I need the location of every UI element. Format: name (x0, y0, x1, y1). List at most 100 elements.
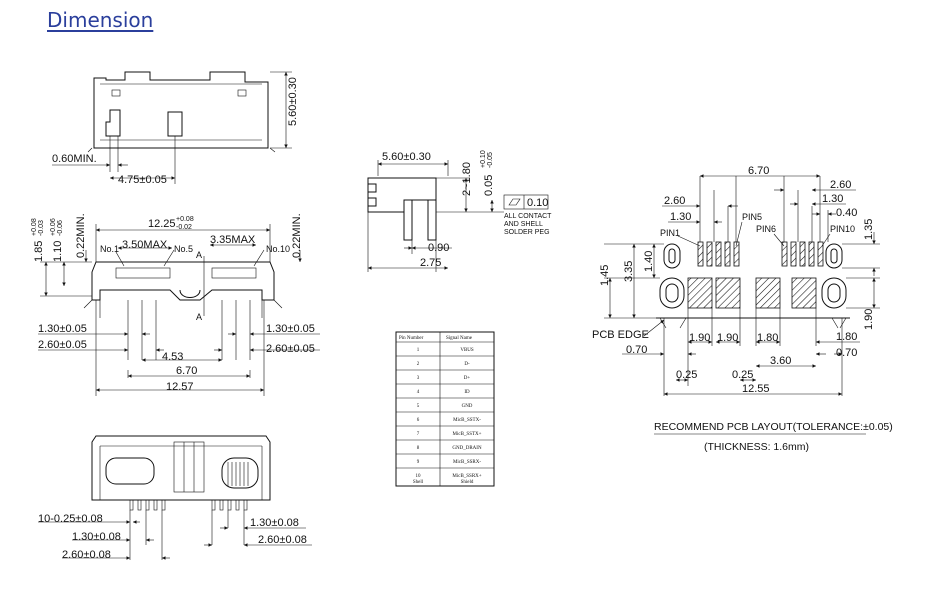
bottom-view: 10-0.25±0.08 1.30±0.08 2.60±0.08 1.30±0.… (38, 435, 312, 561)
pcb-130-left-dim: 1.30 (670, 211, 691, 223)
front-width-tol-minus: -0.02 (176, 224, 192, 231)
pin-cell: 7 (417, 432, 420, 437)
top-pads (697, 241, 824, 267)
pcb-caption: RECOMMEND PCB LAYOUT(TOLERANCE:±0.05) (654, 421, 893, 433)
front-width-tol-plus: +0.08 (176, 216, 194, 223)
signal-cell: Shield (461, 480, 474, 485)
front-h1-tol-plus: +0.08 (31, 218, 38, 236)
label-no1: No.1 (100, 244, 119, 254)
front-min-left-dim: 0.22MIN. (75, 213, 87, 258)
bottom-260-right-dim: 2.60±0.08 (258, 534, 307, 546)
profile-top-dim: 5.60±0.30 (382, 151, 431, 163)
pcb-pin5-label: PIN5 (742, 212, 762, 222)
pin-cell: 5 (417, 404, 420, 409)
signal-cell: VBUS (460, 348, 474, 353)
pcb-335-dim: 3.35 (623, 261, 635, 282)
pcb-135-dim: 1.35 (863, 219, 875, 240)
label-a-top: A (196, 250, 202, 260)
front-1257-dim: 12.57 (166, 381, 194, 393)
front-right-260-dim: 2.60±0.05 (266, 343, 315, 355)
front-left-260-dim: 2.60±0.05 (38, 339, 87, 351)
front-view: 12.25 +0.08 -0.02 1.85 +0.08 -0.03 1.10 … (31, 213, 320, 396)
pcb-025-a-dim: 0.25 (676, 369, 697, 381)
bottom-130-right-dim: 1.30±0.08 (250, 517, 299, 529)
pin-table-header-signal: Signal Name (446, 336, 473, 341)
side-pitch-dim: 4.75±0.05 (118, 174, 167, 186)
pcb-180-a-dim: 1.80 (757, 332, 778, 344)
profile-note-1: ALL CONTACT (504, 213, 552, 220)
pcb-190-a-dim: 1.90 (689, 332, 710, 344)
pcb-pin6-label: PIN6 (756, 224, 776, 234)
label-a-bottom: A (196, 312, 202, 322)
bottom-260-left-dim: 2.60±0.08 (62, 549, 111, 561)
profile-small-tol-minus: -0.05 (487, 152, 494, 168)
front-right-130-dim: 1.30±0.05 (266, 323, 315, 335)
pin-table-header-pin: Pin Number (399, 336, 424, 341)
signal-cell: MicB_SSTX+ (453, 432, 482, 437)
pin-cell: 8 (417, 446, 420, 451)
pin-cell: 1 (417, 348, 420, 353)
label-no10: No.10 (266, 244, 290, 254)
pin-cell: Shell (413, 480, 424, 485)
front-h1-dim: 1.85 (33, 241, 45, 262)
pcb-edge-label: PCB EDGE (592, 329, 649, 341)
pin-cell: 6 (417, 418, 420, 423)
dimension-heading-link[interactable]: Dimension (47, 8, 154, 32)
pcb-140-dim: 1.40 (643, 251, 655, 272)
bottom-10-025-dim: 10-0.25±0.08 (38, 513, 103, 525)
side-view: 5.60±0.30 0.60MIN. 4.75±0.05 (52, 71, 299, 186)
profile-note-3: SOLDER PEG (504, 229, 550, 236)
pcb-025-b-dim: 0.25 (732, 369, 753, 381)
front-453-dim: 4.53 (162, 351, 183, 363)
signal-cell: GND (462, 404, 473, 409)
pcb-180-b-dim: 1.80 (836, 331, 857, 343)
pcb-670-dim: 6.70 (748, 165, 769, 177)
pcb-190-b-dim: 1.90 (717, 332, 738, 344)
profile-small-tol-plus: +0.10 (480, 150, 487, 168)
pcb-070-left-dim: 0.70 (626, 344, 647, 356)
pcb-360-dim: 3.60 (770, 355, 791, 367)
pin-cell: 2 (417, 362, 420, 367)
profile-090-dim: 0.90 (428, 242, 449, 254)
bottom-130-left-dim: 1.30±0.08 (72, 531, 121, 543)
pcb-pin10-label: PIN10 (830, 224, 855, 234)
profile-note-2: AND SHELL (504, 221, 543, 228)
signal-cell: MicB_SSRX- (453, 460, 481, 465)
profile-range-dim: 2~1.80 (461, 162, 473, 196)
profile-275-dim: 2.75 (420, 257, 441, 269)
signal-cell: MicB_SSTX- (453, 418, 481, 423)
signal-cell: GND_DRAIN (452, 446, 482, 451)
pin-cell: 3 (417, 376, 420, 381)
pin-table: Pin Number Signal Name 1 VBUS 2 D- 3 D+ … (395, 331, 495, 487)
pcb-layout: 6.70 2.60 1.30 2.60 1.30 0.40 1.35 1.45 (592, 165, 893, 453)
signal-cell: D- (464, 362, 470, 367)
front-max-left-dim: 3.50MAX (122, 239, 168, 251)
front-min-right-dim: 0.22MIN. (291, 213, 303, 258)
pcb-thickness: (THICKNESS: 1.6mm) (704, 441, 809, 453)
pin-cell: 4 (417, 390, 420, 395)
pcb-070-right-dim: 0.70 (836, 347, 857, 359)
front-h2-tol-minus: -0.06 (57, 220, 64, 236)
pcb-190-right-dim: 1.90 (863, 309, 875, 330)
pcb-040-dim: 0.40 (836, 207, 857, 219)
pin-cell: 9 (417, 460, 420, 465)
front-670-dim: 6.70 (176, 365, 197, 377)
pcb-pin1-label: PIN1 (660, 228, 680, 238)
label-no5: No.5 (174, 244, 193, 254)
profile-small-dim: 0.05 (483, 175, 495, 196)
pin-cell: 10 (416, 474, 422, 479)
profile-view: 5.60±0.30 2~1.80 0.05 +0.10 -0.05 0.10 A… (367, 150, 552, 272)
front-h2-dim: 1.10 (52, 241, 64, 262)
side-min-gap-dim: 0.60MIN. (52, 153, 97, 165)
front-h1-tol-minus: -0.03 (38, 220, 45, 236)
front-h2-tol-plus: +0.06 (50, 218, 57, 236)
signal-cell: D+ (464, 376, 471, 381)
pcb-1255-dim: 12.55 (742, 383, 770, 395)
pcb-260-right-dim: 2.60 (830, 179, 851, 191)
front-max-right-dim: 3.35MAX (210, 234, 256, 246)
front-left-130-dim: 1.30±0.05 (38, 323, 87, 335)
signal-cell: ID (464, 390, 470, 395)
pcb-130-right-dim: 1.30 (822, 193, 843, 205)
profile-flatness-dim: 0.10 (527, 197, 548, 209)
